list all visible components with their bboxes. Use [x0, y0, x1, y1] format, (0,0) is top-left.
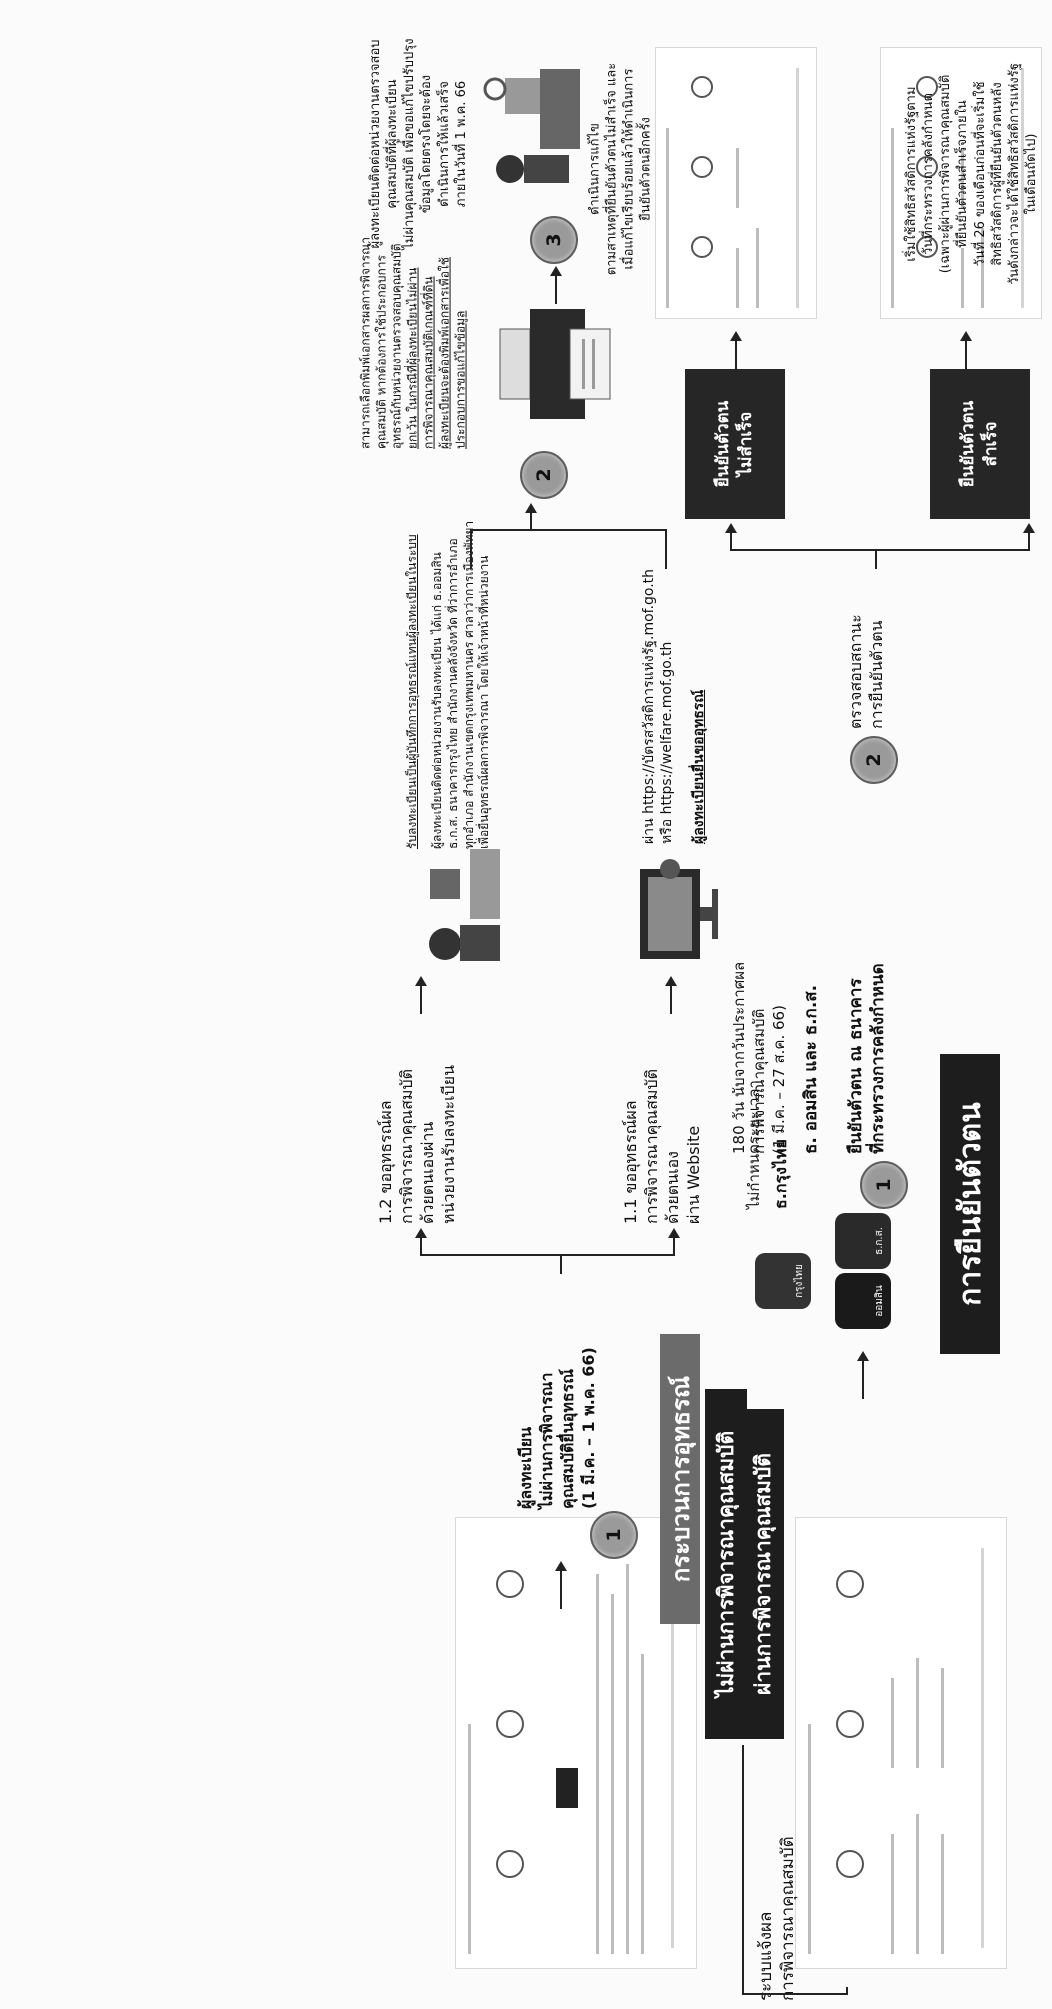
appeal-step-3-text: ผู้ลงทะเบียนติดต่อหน่วยงานตรวจสอบ คุณสมบ… [368, 38, 469, 250]
appeal-step-3-badge-visible: 3 [530, 216, 578, 264]
printer-illustration [499, 309, 611, 419]
agency-counter-illustration [429, 849, 500, 961]
computer-illustration [640, 859, 718, 959]
identity-success-note-text: เริ่มใช้สิทธิสวัสดิการแห่งรัฐตาม วันที่ก… [903, 63, 1039, 285]
office-desk-illustration [483, 69, 580, 183]
